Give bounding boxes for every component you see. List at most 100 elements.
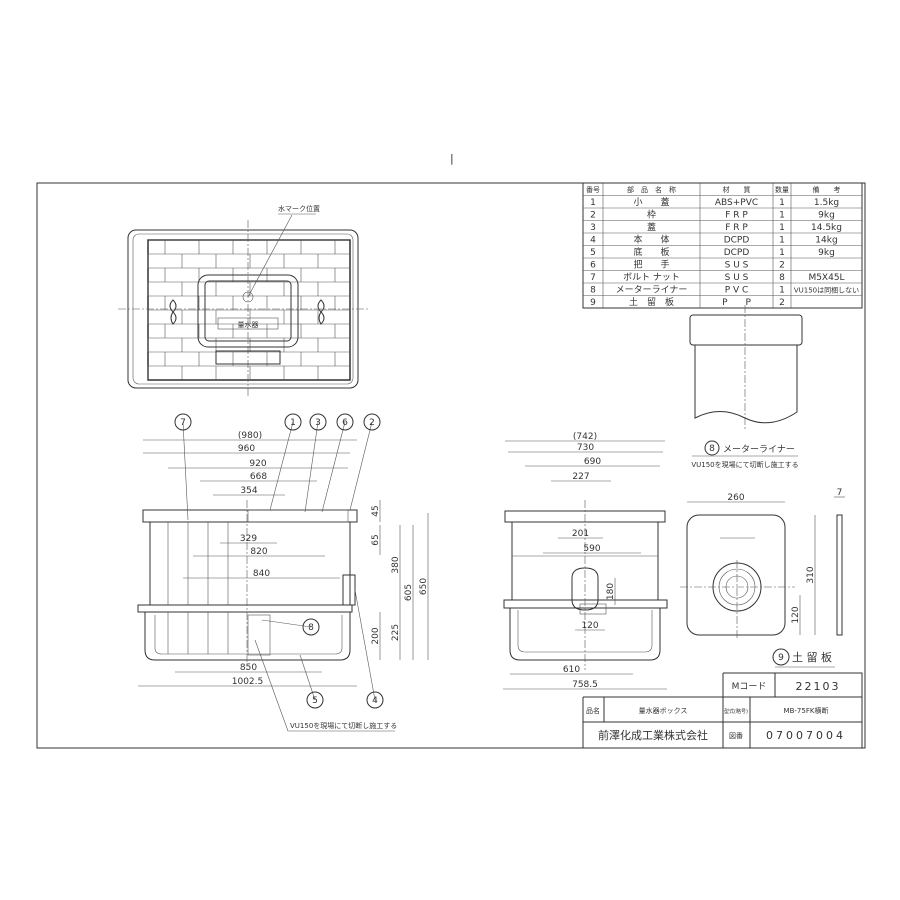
meter-liner-label: メーターライナー <box>723 444 795 455</box>
table-cell-material: P P <box>722 298 751 308</box>
dimension-label: 260 <box>727 493 744 503</box>
dimension-label: 329 <box>240 534 257 544</box>
dimension-label: 45 <box>371 505 381 516</box>
table-cell-qty: 1 <box>779 236 785 246</box>
dimension-label: 960 <box>238 444 255 454</box>
dimension-label: 310 <box>806 566 816 583</box>
dimension-label: 650 <box>419 578 429 595</box>
dimension-label: 920 <box>249 459 266 469</box>
drawing-no: 07007004 <box>766 729 846 742</box>
table-cell-no: 6 <box>590 261 596 271</box>
table-cell-name: 本 体 <box>633 234 669 246</box>
table-cell-name: 小 蓋 <box>633 196 669 208</box>
dimension-label: 850 <box>240 663 257 673</box>
part-balloon-number: 2 <box>369 418 375 428</box>
dimension-label: 730 <box>577 443 594 453</box>
drawing-no-label: 図番 <box>729 732 743 740</box>
table-cell-qty: 1 <box>779 198 785 208</box>
m-code: 22103 <box>796 680 841 693</box>
dimension-label: 840 <box>253 569 270 579</box>
dimension-label: 225 <box>391 624 401 641</box>
drawing-border <box>36 182 866 749</box>
table-cell-no: 7 <box>590 273 596 283</box>
front-view <box>137 500 358 670</box>
part-balloon <box>174 413 192 431</box>
table-header-qty: 数量 <box>775 185 789 194</box>
table-cell-qty: 1 <box>779 223 785 233</box>
part-balloon-number: 4 <box>372 696 378 706</box>
table-cell-remarks: 14.5kg <box>811 223 842 233</box>
dimension-label: 120 <box>791 606 801 623</box>
handle-right <box>317 299 325 325</box>
dimension-label: 120 <box>581 621 598 631</box>
dimension-label: 65 <box>371 534 381 545</box>
table-cell-name: 土 留 板 <box>629 296 674 308</box>
table-cell-material: P V C <box>725 286 749 296</box>
front-view-note: VU150を現場にて切断し施工する <box>290 721 397 730</box>
dimension-label: 758.5 <box>572 680 598 690</box>
table-cell-name: ボルト ナット <box>623 272 680 283</box>
retaining-plate-label: 土 留 板 <box>792 650 832 664</box>
table-cell-remarks: VU150は同梱しない <box>794 286 859 295</box>
table-cell-material: ABS+PVC <box>715 198 758 208</box>
table-cell-name: 底 板 <box>633 246 669 258</box>
dimension-label: 820 <box>250 547 267 557</box>
part-balloon-number: 7 <box>180 418 186 428</box>
table-cell-material: F R P <box>725 223 748 233</box>
table-cell-remarks: 9kg <box>818 248 835 258</box>
dimension-label: 605 <box>404 584 414 601</box>
title-block: Mコード 22103 品名 量水器ボックス 型式(略号) MB-75FK横断 前… <box>582 672 863 748</box>
table-cell-no: 1 <box>590 198 596 208</box>
table-cell-name: 把 手 <box>633 259 669 271</box>
dimension-label: 1002.5 <box>232 677 264 687</box>
table-header-no: 番号 <box>586 186 600 194</box>
dimension-label: 380 <box>391 556 401 573</box>
dimension-lines: (980)9609206683543298208408501002.5(742)… <box>138 431 845 690</box>
table-cell-material: F R P <box>725 211 748 221</box>
part-balloon-number: 1 <box>290 418 296 428</box>
table-cell-material: DCPD <box>724 236 750 246</box>
table-cell-no: 9 <box>590 298 596 308</box>
part-balloon <box>366 691 384 709</box>
m-code-label: Mコード <box>732 682 767 692</box>
dimension-label: (742) <box>573 432 597 442</box>
table-cell-qty: 1 <box>779 248 785 258</box>
sheet-mark: | <box>450 152 454 165</box>
dimension-label: 200 <box>371 627 381 644</box>
dimension-label: 690 <box>584 457 601 467</box>
company-name: 前澤化成工業株式会社 <box>598 728 708 742</box>
retaining-plate-drawing: 9 土 留 板 <box>680 514 843 668</box>
dimension-label: 354 <box>240 486 257 496</box>
table-cell-remarks: 1.5kg <box>814 198 839 208</box>
table-cell-name: メーターライナー <box>616 285 688 296</box>
dimension-label: (980) <box>238 431 262 441</box>
part-balloon <box>302 618 320 636</box>
meter-liner-number: 8 <box>709 444 715 454</box>
part-balloon <box>336 413 354 431</box>
dimension-label: 201 <box>572 529 589 539</box>
part-balloon-number: 6 <box>342 418 348 428</box>
meter-liner-drawing: 8 メーターライナー VU150を現場にて切断し施工する <box>689 305 803 469</box>
water-mark-label: 水マーク位置 <box>278 204 320 213</box>
table-cell-no: 2 <box>590 211 596 221</box>
table-cell-qty: 2 <box>779 298 785 308</box>
brick-pattern <box>147 239 350 380</box>
part-balloon-number: 8 <box>308 623 314 633</box>
dimension-label: 590 <box>583 544 600 554</box>
table-header-name: 部 品 名 称 <box>627 185 676 194</box>
table-cell-name: 蓋 <box>647 221 656 233</box>
table-cell-name: 枠 <box>647 209 656 221</box>
product-name: 量水器ボックス <box>639 706 688 715</box>
table-cell-no: 4 <box>590 236 596 246</box>
meter-liner-note: VU150を現場にて切断し施工する <box>691 460 798 469</box>
product-name-label: 品名 <box>586 706 600 715</box>
table-cell-remarks: 14kg <box>815 236 837 246</box>
table-cell-material: S U S <box>725 273 749 283</box>
table-cell-material: DCPD <box>724 248 750 258</box>
side-view <box>503 500 668 670</box>
dimension-label: 227 <box>572 472 589 482</box>
part-balloon <box>363 413 381 431</box>
